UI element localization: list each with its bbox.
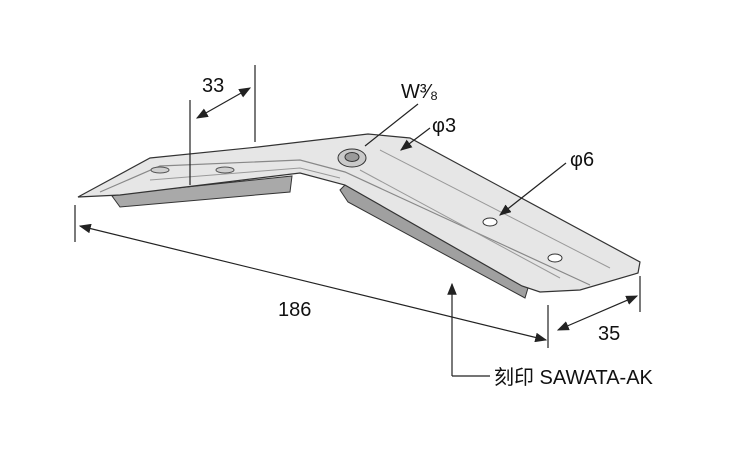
hole-6mm — [482, 217, 498, 227]
callout-hole-6: φ6 — [499, 149, 594, 216]
callout-hole-3: φ3 — [400, 115, 456, 151]
hole-6-label: φ6 — [570, 149, 594, 171]
dimension-186: 186 — [74, 205, 549, 348]
slot — [150, 166, 170, 174]
dimension-label-35: 35 — [598, 323, 620, 345]
marking-label: 刻印 SAWATA-AK — [494, 366, 654, 389]
slot — [215, 166, 235, 174]
dimension-35: 35 — [556, 276, 641, 345]
bracket-rib — [379, 149, 611, 269]
dimension-label-33: 33 — [202, 75, 224, 97]
thread-hole — [344, 152, 360, 162]
bracket-rib — [149, 167, 341, 181]
callout-thread: W³⁄₈ — [364, 81, 438, 147]
dimension-33: 33 — [189, 65, 256, 185]
bracket-part — [77, 133, 641, 299]
thread-label: W³⁄₈ — [401, 81, 438, 103]
hole-6mm — [547, 253, 563, 263]
callout-marking: 刻印 SAWATA-AK — [447, 282, 654, 389]
bracket-rib — [99, 159, 591, 286]
hole-3-label: φ3 — [432, 115, 456, 137]
dimension-label-186: 186 — [278, 299, 311, 321]
